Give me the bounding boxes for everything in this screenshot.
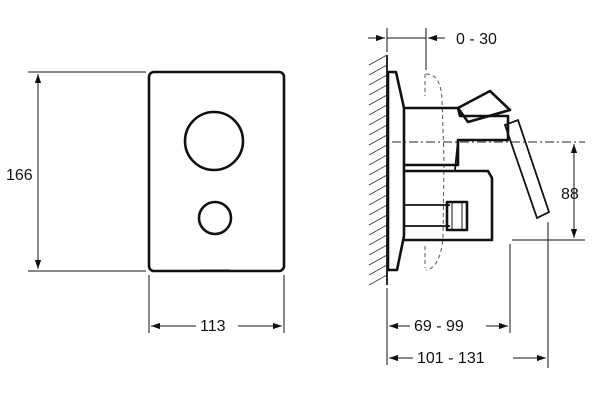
side-view: 0 - 30 88 69 - 99 101 - 131 (368, 28, 585, 368)
lever-stem (454, 139, 459, 171)
lever-handle (456, 89, 512, 124)
front-view: 166 113 (6, 70, 286, 335)
knob-block (404, 169, 494, 242)
adjust-range-outline (425, 73, 445, 271)
dim-label-69-99: 69 - 99 (414, 318, 464, 335)
plate-profile (386, 70, 406, 272)
lever-tilted (503, 118, 551, 220)
dim-label-height: 166 (6, 167, 33, 184)
wall-hatching (368, 54, 388, 286)
dim-label-88: 88 (561, 186, 579, 203)
dim-label-width: 113 (200, 318, 226, 335)
dim-label-range: 0 - 30 (456, 31, 497, 48)
dim-label-101-131: 101 - 131 (417, 350, 485, 367)
small-knob (197, 200, 233, 236)
cover-plate (147, 70, 286, 273)
large-knob (183, 110, 245, 172)
small-knob-side (445, 200, 469, 232)
